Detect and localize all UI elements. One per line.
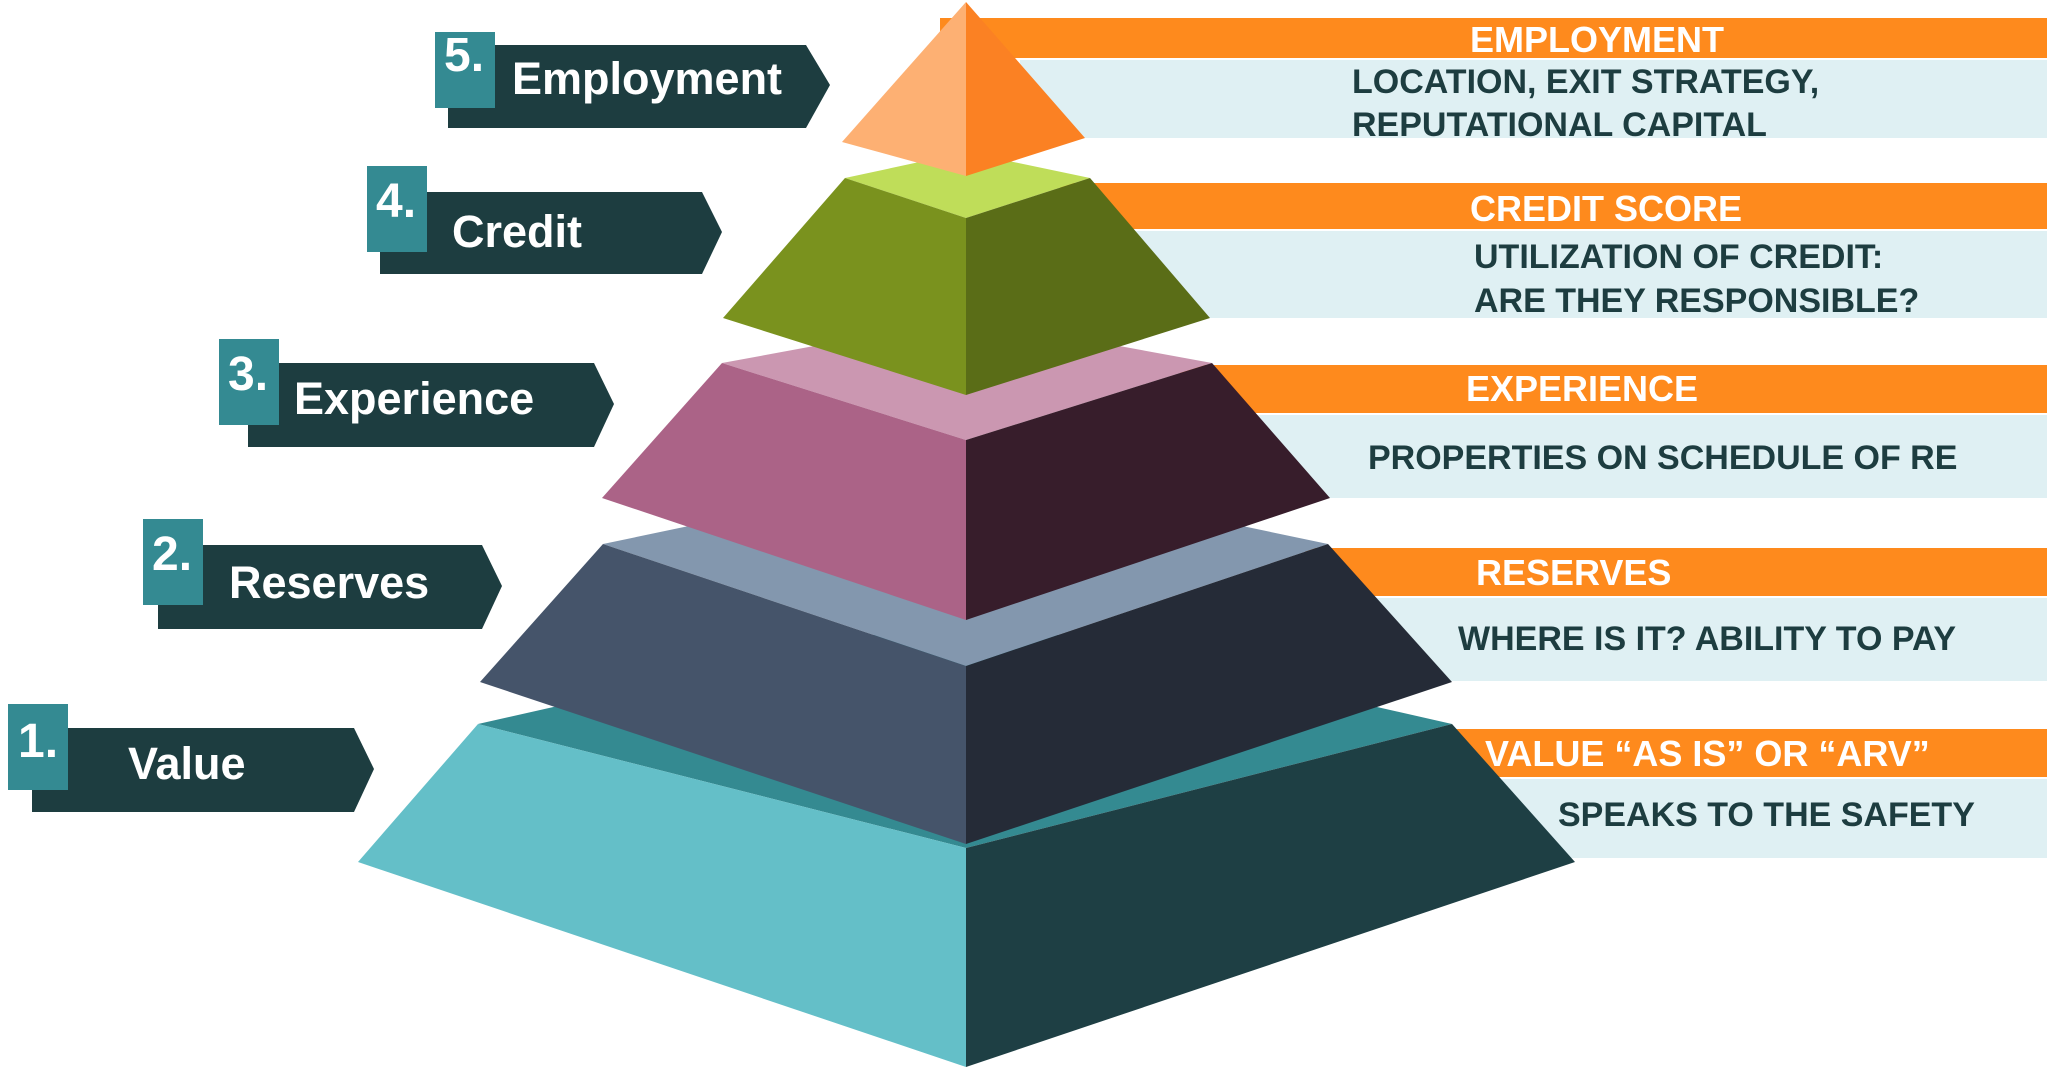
description-line: UTILIZATION OF CREDIT: [1474, 238, 1883, 276]
tier-front-face [358, 724, 966, 1067]
info-panel-reserves: RESERVES WHERE IS IT? ABILITY TO PAY [1305, 548, 2047, 681]
info-panel-employment: EMPLOYMENT LOCATION, EXIT STRATEGY, REPU… [940, 18, 2047, 144]
label-arrow [380, 192, 722, 274]
header-bar [1180, 365, 2047, 413]
level-label-employment: 5. Employment [435, 29, 830, 128]
description-box [1120, 231, 2047, 318]
label-arrow [248, 363, 614, 447]
level-label-value: 1. Value [8, 704, 374, 812]
description-line: SPEAKS TO THE SAFETY [1558, 796, 1975, 834]
number-badge [367, 166, 427, 252]
level-label: Employment [512, 53, 782, 104]
pyramid-tier-employment [842, 2, 1085, 176]
header-text: CREDIT SCORE [1470, 188, 1742, 229]
info-panel-value: VALUE “AS IS” OR “ARV” SPEAKS TO THE SAF… [1435, 729, 2047, 858]
level-label: Reserves [229, 557, 429, 608]
level-label-reserves: 2. Reserves [143, 519, 502, 629]
header-bar [1060, 183, 2047, 229]
description-box [1240, 415, 2047, 498]
level-label-experience: 3. Experience [219, 339, 614, 447]
description-line: ARE THEY RESPONSIBLE? [1474, 282, 1919, 320]
number-badge [219, 339, 279, 425]
tier-top-face [845, 152, 1090, 218]
description-box [1020, 60, 2047, 138]
level-number: 1. [18, 715, 58, 768]
description-line: WHERE IS IT? ABILITY TO PAY [1458, 620, 1956, 658]
header-bar [1435, 729, 2047, 777]
tier-front-face [842, 2, 966, 176]
number-badge [435, 32, 495, 108]
description-line: PROPERTIES ON SCHEDULE OF RE [1368, 439, 1957, 477]
level-label: Value [128, 738, 246, 789]
description-line: LOCATION, EXIT STRATEGY, [1352, 63, 1819, 101]
tier-front-face [723, 178, 966, 395]
level-label-credit: 4. Credit [367, 166, 722, 274]
level-label: Credit [452, 206, 582, 257]
tier-right-face [966, 544, 1452, 844]
tier-right-face [966, 178, 1210, 395]
description-line: REPUTATIONAL CAPITAL [1352, 106, 1767, 144]
header-text: VALUE “AS IS” OR “ARV” [1485, 733, 1930, 774]
header-text: EXPERIENCE [1466, 368, 1698, 409]
header-bar [1305, 548, 2047, 596]
description-box [1495, 779, 2047, 858]
pyramid-tier-credit [723, 152, 1210, 395]
level-number: 4. [376, 175, 416, 228]
number-badge [8, 704, 68, 790]
header-text: RESERVES [1476, 552, 1671, 593]
label-arrow [158, 545, 502, 629]
level-number: 2. [152, 528, 192, 581]
info-panel-experience: EXPERIENCE PROPERTIES ON SCHEDULE OF RE [1180, 365, 2047, 498]
tier-front-face [480, 544, 966, 844]
description-box [1365, 598, 2047, 681]
label-arrow [448, 45, 830, 128]
tier-right-face [966, 2, 1085, 176]
level-label: Experience [294, 373, 534, 424]
level-number: 3. [228, 348, 268, 401]
info-panel-credit: CREDIT SCORE UTILIZATION OF CREDIT: ARE … [1060, 183, 2047, 320]
level-number: 5. [444, 29, 484, 82]
tier-front-face [602, 363, 966, 620]
tier-right-face [966, 363, 1330, 620]
tier-right-face [966, 724, 1575, 1067]
header-text: EMPLOYMENT [1470, 19, 1724, 60]
number-badge [143, 519, 203, 605]
header-bar [940, 18, 2047, 58]
label-arrow [32, 728, 374, 812]
